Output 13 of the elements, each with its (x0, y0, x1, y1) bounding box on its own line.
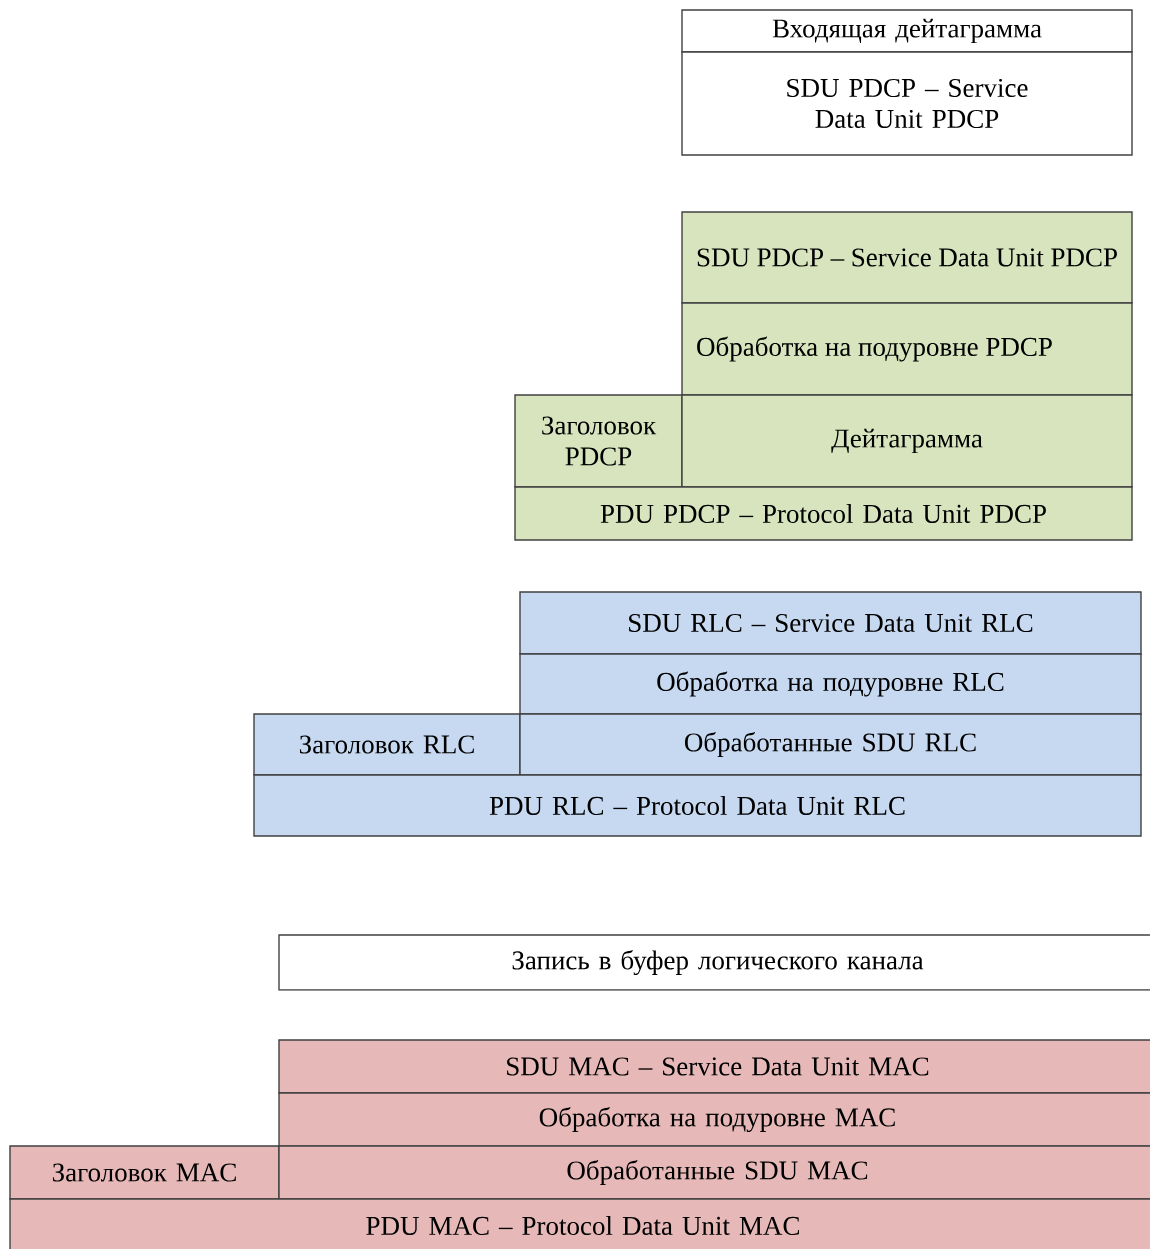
table-cell: SDU PDCP – Service Data Unit PDCP (681, 211, 1133, 304)
table-cell: SDU MAC – Service Data Unit MAC (278, 1039, 1150, 1094)
table-cell: Обработка на подуровне RLC (519, 653, 1142, 715)
node-label: Обработка на подуровне MAC (539, 1106, 895, 1133)
table-cell: SDU RLC – Service Data Unit RLC (519, 591, 1142, 655)
table-cell: Входящая дейтаграмма (681, 9, 1133, 53)
table-cell: Обработка на подуровне PDCP (681, 302, 1133, 396)
table-cell: Обработка на подуровне MAC (278, 1092, 1150, 1147)
table-cell: Заголовок PDCP (514, 394, 683, 488)
node-label: Обработанные SDU MAC (567, 1159, 868, 1186)
table-cell: Заголовок RLC (253, 713, 521, 776)
table-cell: Заголовок MAC (9, 1145, 280, 1200)
table-cell: Запись в буфер логического канала (278, 934, 1150, 991)
